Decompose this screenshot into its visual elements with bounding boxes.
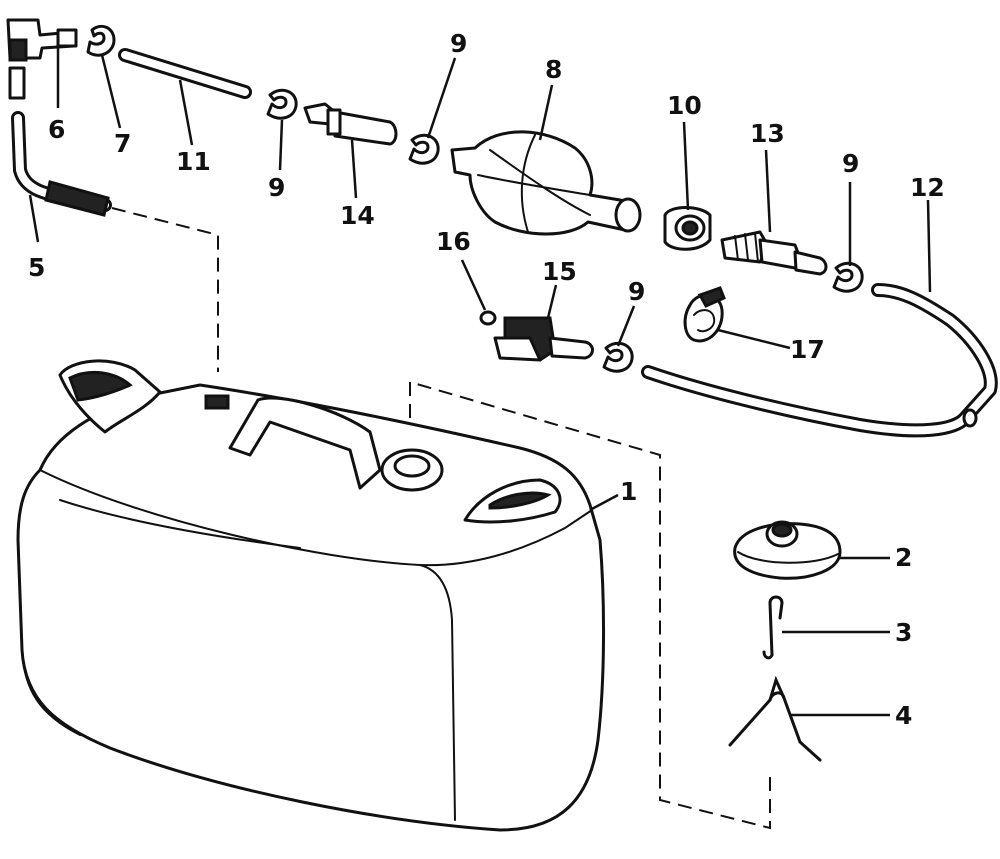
callout-4: 4 (895, 701, 912, 730)
callout-14: 14 (340, 201, 375, 230)
leader-12 (926, 199, 932, 293)
callout-1: 1 (620, 477, 637, 506)
leader-15 (546, 284, 558, 319)
pickup-gasket (8, 66, 26, 100)
hose-clamp-9d (602, 341, 634, 373)
callout-2: 2 (895, 543, 912, 572)
leader-14 (350, 139, 358, 199)
fuel-hose-12 (641, 283, 998, 438)
pickup-port (204, 394, 230, 410)
callout-leaders (28, 45, 932, 717)
callout-9c: 9 (842, 149, 859, 178)
elbow-connector (6, 18, 78, 62)
hose-clamp-9a (266, 88, 298, 120)
callout-11: 11 (176, 147, 211, 176)
leader-9d (616, 305, 636, 347)
callout-9d: 9 (628, 277, 645, 306)
callout-9a: 9 (268, 173, 285, 202)
leader-5 (28, 194, 40, 243)
fuel-tank (16, 359, 606, 832)
dashed-line-filler (409, 380, 771, 830)
connector-nut (663, 206, 712, 251)
callout-3: 3 (895, 618, 912, 647)
fuel-connector-15 (493, 316, 594, 362)
callout-9b: 9 (450, 29, 467, 58)
callout-17: 17 (790, 335, 825, 364)
check-valve-14 (303, 102, 398, 146)
leader-10 (682, 121, 690, 211)
connector-fitting-13 (720, 230, 828, 276)
hose-clamp-9c (832, 261, 864, 293)
fuel-pickup-tube (8, 66, 112, 217)
dashed-line-pickup (111, 207, 219, 372)
leader-9a (278, 119, 284, 171)
hose-clamp-7 (86, 24, 116, 57)
callout-numbers: 6 7 11 9 14 9 8 10 13 9 12 16 15 9 17 5 … (28, 29, 945, 730)
leader-9b (426, 57, 457, 139)
callout-6: 6 (48, 115, 65, 144)
primer-bulb (450, 130, 642, 236)
callout-7: 7 (114, 129, 131, 158)
tank-carry-handle (228, 396, 382, 490)
pickup-filter-screen (44, 180, 110, 217)
leader-11 (178, 79, 194, 146)
callout-5: 5 (28, 253, 45, 282)
cap-hook (768, 595, 784, 657)
leader-16 (460, 259, 487, 311)
leader-1 (589, 493, 619, 512)
callout-10: 10 (667, 91, 702, 120)
assembly-dashed-lines (111, 207, 771, 830)
callout-12: 12 (910, 173, 945, 202)
o-ring-16 (479, 310, 497, 326)
fuel-hose-11 (118, 48, 252, 99)
callout-13: 13 (750, 119, 785, 148)
callout-15: 15 (542, 257, 577, 286)
callout-8: 8 (545, 55, 562, 84)
leader-8 (538, 84, 554, 141)
leader-7 (100, 54, 122, 129)
leader-13 (764, 149, 772, 233)
filler-cap (733, 520, 842, 580)
hose-clamp-9b (408, 133, 440, 165)
cap-retainer (728, 691, 822, 762)
callout-16: 16 (436, 227, 471, 256)
hose-clamp-17 (683, 286, 726, 343)
leader-17 (717, 328, 791, 350)
